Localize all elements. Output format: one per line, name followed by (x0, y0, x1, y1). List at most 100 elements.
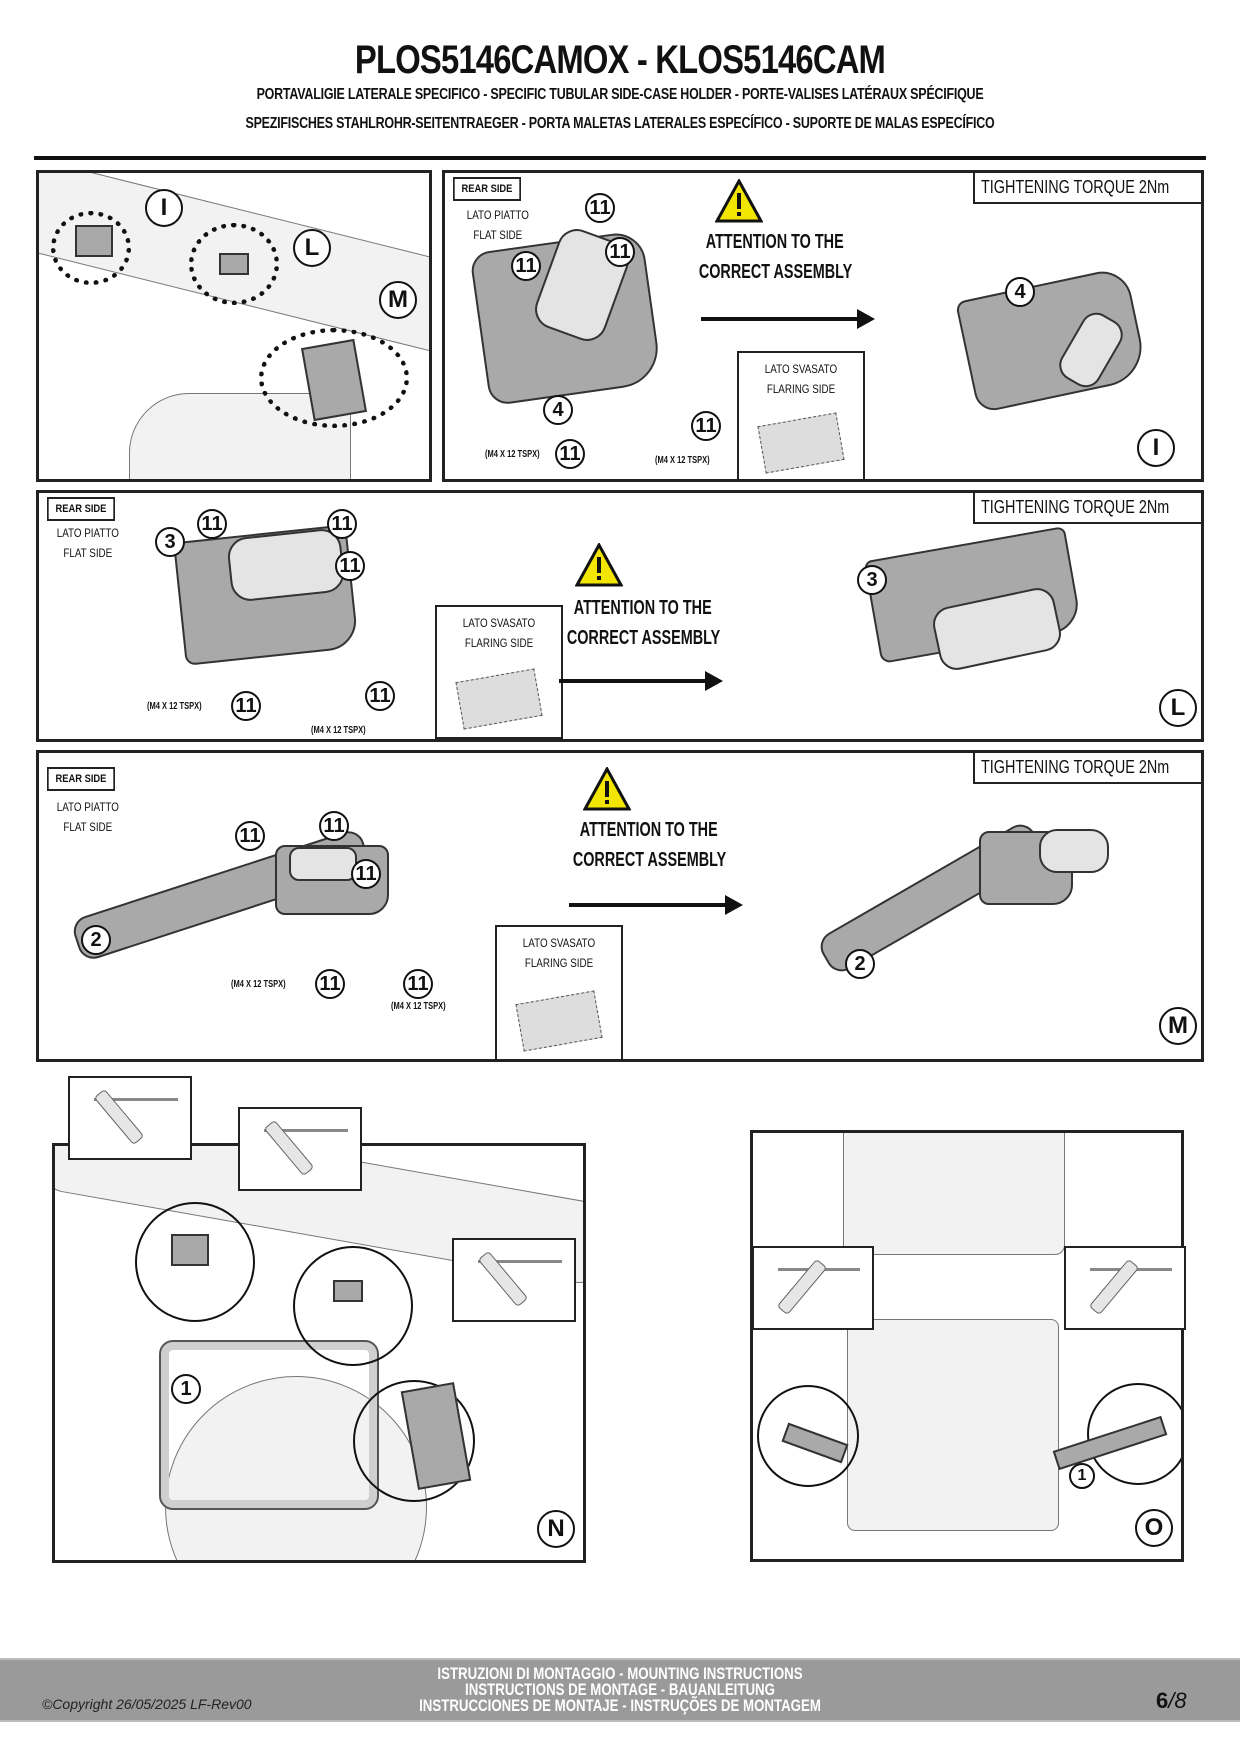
arrow-right-icon (559, 671, 723, 691)
step-label-m: M (1159, 1007, 1197, 1045)
flat-side-label: LATO PIATTO FLAT SIDE (55, 523, 121, 563)
lock-plate (225, 527, 347, 603)
fastener-callout: 11 (351, 859, 381, 889)
marker-ring-l (189, 223, 279, 305)
step-panel-l: REAR SIDE LATO PIATTO FLAT SIDE 3 11 11 … (36, 490, 1204, 742)
detail-ring (1087, 1383, 1181, 1485)
flat-side-it: LATO PIATTO (56, 800, 119, 814)
fastener-callout: 11 (319, 811, 349, 841)
marker-label-l: L (293, 229, 331, 267)
step-label-l: L (1159, 689, 1197, 727)
rear-side-label: REAR SIDE (47, 497, 115, 521)
rod-inset-2 (238, 1107, 362, 1191)
torque-label: TIGHTENING TORQUE 2Nm (973, 173, 1201, 204)
marker-label-m: M (379, 281, 417, 319)
flat-side-en: FLAT SIDE (63, 546, 113, 560)
fastener-callout: 11 (585, 193, 615, 223)
detail-ring (757, 1385, 859, 1487)
flat-side-en: FLAT SIDE (473, 228, 523, 242)
torque-label: TIGHTENING TORQUE 2Nm (973, 753, 1201, 784)
attention-line-1: ATTENTION TO THE (580, 819, 718, 841)
detail-ring (135, 1202, 255, 1322)
figure-o-panel: 1 O (750, 1130, 1184, 1562)
fastener-callout: 11 (197, 509, 227, 539)
flat-side-en: FLAT SIDE (63, 820, 113, 834)
part-callout-2: 2 (845, 949, 875, 979)
warning-icon (583, 767, 631, 811)
fastener-callout: 11 (365, 681, 395, 711)
detail-ring (353, 1380, 475, 1502)
bolt-spec: (M4 X 12 TSPX) (391, 1001, 446, 1012)
attention-line-2: CORRECT ASSEMBLY (572, 849, 726, 871)
figure-label-o: O (1135, 1509, 1173, 1547)
arrow-right-icon (569, 895, 743, 915)
page-number: 6/8 (1156, 1688, 1187, 1714)
attention-line-1: ATTENTION TO THE (574, 597, 712, 619)
footer-line-3: INSTRUCCIONES DE MONTAJE - INSTRUÇÕES DE… (419, 1696, 821, 1715)
part-callout-4: 4 (1005, 277, 1035, 307)
flaring-side-it: LATO SVASATO (462, 616, 536, 630)
fastener-callout: 11 (231, 691, 261, 721)
page-current: 6 (1156, 1688, 1169, 1713)
bracket-i-sketch (75, 225, 113, 257)
rear-side-label: REAR SIDE (453, 177, 521, 201)
attention-line-2: CORRECT ASSEMBLY (566, 627, 720, 649)
copyright-text: ©Copyright 26/05/2025 LF-Rev00 (42, 1696, 252, 1712)
fastener-callout: 11 (555, 439, 585, 469)
torque-label: TIGHTENING TORQUE 2Nm (973, 493, 1201, 524)
flaring-side-text: LATO SVASATO FLARING SIDE (750, 359, 852, 399)
flaring-plate-sketch (757, 412, 845, 474)
footer-line-1: ISTRUZIONI DI MONTAGGIO - MOUNTING INSTR… (437, 1664, 803, 1683)
attention-text: ATTENTION TO THE CORRECT ASSEMBLY (533, 593, 753, 653)
marker-label-i: I (145, 189, 183, 227)
flaring-plate-sketch (515, 990, 603, 1052)
flaring-side-text: LATO SVASATO FLARING SIDE (448, 613, 550, 653)
lock-plate (289, 847, 357, 881)
fastener-callout: 11 (605, 237, 635, 267)
flaring-side-it: LATO SVASATO (764, 362, 838, 376)
rod-inset-left (752, 1246, 874, 1330)
fastener-callout: 11 (403, 969, 433, 999)
footer-bar: ©Copyright 26/05/2025 LF-Rev00 ISTRUZION… (0, 1658, 1240, 1722)
part-callout-3: 3 (155, 527, 185, 557)
flat-side-it: LATO PIATTO (56, 526, 119, 540)
flaring-side-en: FLARING SIDE (464, 636, 534, 650)
attention-line-2: CORRECT ASSEMBLY (698, 261, 852, 283)
rod-inset-3 (452, 1238, 576, 1322)
subtitle-line-2: SPEZIFISCHES STAHLROHR-SEITENTRAEGER - P… (245, 115, 995, 132)
footer-line-2: INSTRUCTIONS DE MONTAGE - BAUANLEITUNG (465, 1680, 775, 1699)
bolt-spec: (M4 X 12 TSPX) (231, 979, 286, 990)
detail-ring (293, 1246, 413, 1366)
bracket-i-mounted (171, 1234, 209, 1266)
flat-side-label: LATO PIATTO FLAT SIDE (465, 205, 531, 245)
document-title: PLOS5146CAMOX - KLOS5146CAM (354, 38, 886, 82)
bolt-spec: (M4 X 12 TSPX) (485, 449, 540, 460)
flaring-side-en: FLARING SIDE (766, 382, 836, 396)
part-callout-4: 4 (543, 395, 573, 425)
header-divider (34, 156, 1206, 160)
warning-icon (575, 543, 623, 587)
flaring-side-box: LATO SVASATO FLARING SIDE (495, 925, 623, 1059)
bracket-l-mounted (333, 1280, 363, 1302)
page-total: /8 (1168, 1688, 1187, 1713)
side-case-frame (159, 1340, 379, 1510)
marker-ring-i (51, 211, 131, 285)
part-callout-1: 1 (1069, 1463, 1095, 1489)
bolt-spec: (M4 X 12 TSPX) (147, 701, 202, 712)
torque-text: TIGHTENING TORQUE 2Nm (981, 757, 1170, 777)
assembled-lock-plate (1039, 829, 1109, 873)
flaring-plate-sketch (455, 668, 543, 730)
fastener-callout: 11 (511, 251, 541, 281)
license-plate-sketch (847, 1319, 1059, 1531)
flaring-side-text: LATO SVASATO FLARING SIDE (508, 933, 610, 973)
rear-side-label: REAR SIDE (47, 767, 115, 791)
motorcycle-rear-view-sketch (843, 1133, 1065, 1255)
rod-inset-1 (68, 1076, 192, 1160)
flat-side-it: LATO PIATTO (466, 208, 529, 222)
step-panel-i: REAR SIDE LATO PIATTO FLAT SIDE 11 11 11… (442, 170, 1204, 482)
flaring-side-box: LATO SVASATO FLARING SIDE (435, 605, 563, 739)
part-callout-3: 3 (857, 565, 887, 595)
figure-label-n: N (537, 1510, 575, 1548)
attention-text: ATTENTION TO THE CORRECT ASSEMBLY (539, 815, 759, 875)
attention-line-1: ATTENTION TO THE (706, 231, 844, 253)
